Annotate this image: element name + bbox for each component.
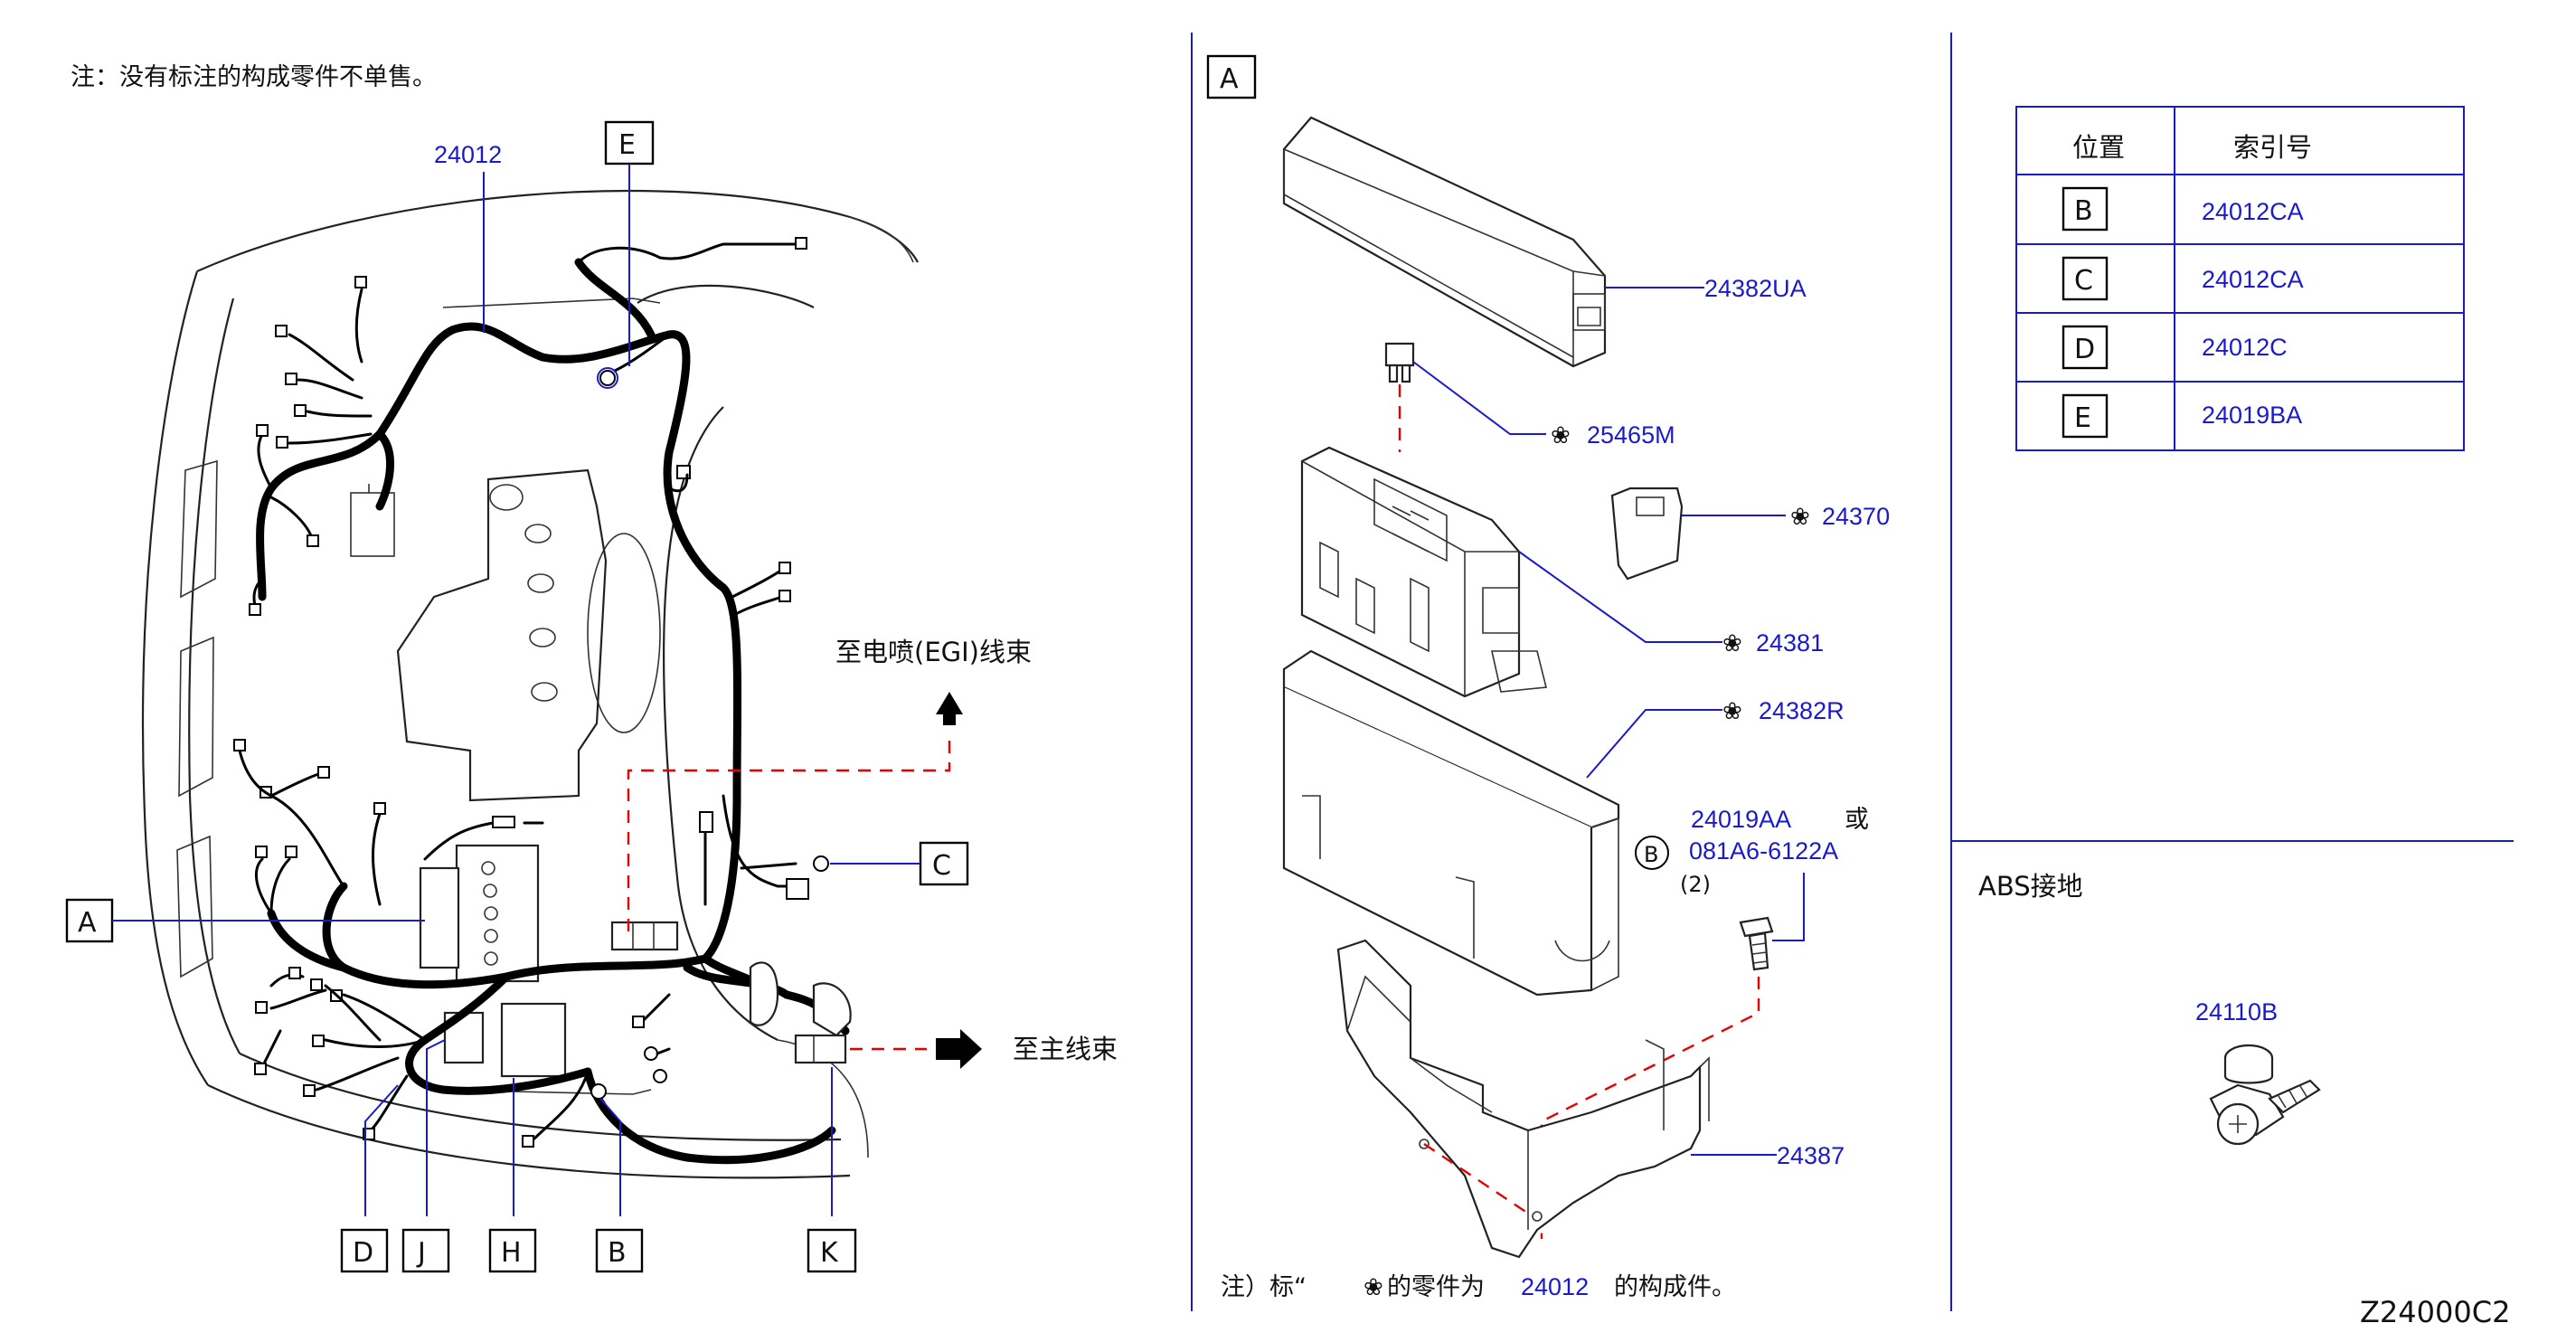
part-fuse-large: 24370 <box>1822 503 1890 530</box>
to-egi-label: 至电喷(EGI)线束 <box>835 637 1032 667</box>
part-bolt2: 081A6-6122A <box>1689 837 1838 865</box>
section-a-label: A <box>1220 63 1239 95</box>
table-row-b-pos: B <box>2074 195 2093 227</box>
abs-title: ABS接地 <box>1978 871 2083 902</box>
asterisk-24370: ❀ <box>1790 504 1810 531</box>
table-header-position: 位置 <box>2072 132 2125 163</box>
table-row-c-ref: 24012CA <box>2202 266 2304 293</box>
note-bottom-end: 的构成件。 <box>1614 1273 1736 1301</box>
bolt-qty: (2) <box>1680 872 1711 897</box>
callout-a-box <box>65 898 114 943</box>
large-fuse <box>1610 487 1684 581</box>
part-bracket: 24387 <box>1777 1142 1845 1169</box>
circle-b <box>1635 836 1669 870</box>
table-row-d-pos: D <box>2074 334 2095 365</box>
callout-j: J <box>416 1237 426 1269</box>
table-row-e-ref: 24019BA <box>2202 402 2302 429</box>
part-fuse-small: 25465M <box>1587 421 1675 449</box>
bottom-callouts: D J H B K <box>340 1039 857 1273</box>
part-case: 24382R <box>1759 697 1845 724</box>
asterisk-25465m: ❀ <box>1551 422 1571 449</box>
abs-part: 24110B <box>2195 998 2278 1025</box>
top-note: 注：没有标注的构成零件不单售。 <box>71 63 437 91</box>
table-row-d-ref: 24012C <box>2202 334 2288 361</box>
egi-dashed-line <box>627 737 951 931</box>
small-fuse <box>1384 342 1415 383</box>
callout-a: A <box>78 907 97 939</box>
callout-d: D <box>353 1237 373 1269</box>
asterisk-24381: ❀ <box>1722 630 1742 657</box>
fuse-box-cover <box>1282 116 1607 368</box>
note-bottom-suffix: 的零件为 <box>1387 1273 1485 1301</box>
index-table: 位置 索引号 B 24012CA C 24012CA D 24012C E 24… <box>2015 106 2465 451</box>
table-header-index: 索引号 <box>2233 132 2312 163</box>
callout-h: H <box>501 1237 522 1269</box>
circle-b-label: B <box>1644 842 1658 867</box>
connector-cluster <box>610 921 679 951</box>
bolt <box>1739 916 1774 971</box>
fuse-box-h <box>500 1002 567 1078</box>
note-bottom-part: 24012 <box>1521 1273 1589 1300</box>
callout-b: B <box>608 1237 627 1269</box>
note-bottom-prefix: 注）标“ <box>1221 1273 1307 1301</box>
callout-e: E <box>618 129 636 161</box>
abs-ground-bolt <box>2209 1044 2321 1146</box>
or-text: 或 <box>1845 806 1869 834</box>
section-a-box <box>1206 54 1257 99</box>
asterisk-24382r: ❀ <box>1722 698 1742 725</box>
callout-c: C <box>932 850 951 882</box>
table-row-c-pos: C <box>2074 265 2093 297</box>
part-cover: 24382UA <box>1704 275 1807 302</box>
battery <box>419 844 540 983</box>
table-row-e-pos: E <box>2074 402 2091 434</box>
note-asterisk: ❀ <box>1363 1274 1383 1301</box>
fuse-block <box>1300 446 1548 698</box>
fuse-box-case <box>1282 649 1620 997</box>
part-bolt1: 24019AA <box>1691 806 1791 833</box>
to-main-label: 至主线束 <box>1013 1034 1118 1064</box>
table-row-b-ref: 24012CA <box>2202 198 2304 225</box>
part-block: 24381 <box>1756 629 1824 657</box>
callout-k: K <box>820 1237 839 1269</box>
diagram-code: Z24000C2 <box>2360 1295 2510 1329</box>
callout-c-box <box>919 841 969 886</box>
part-24012-label: 24012 <box>434 141 502 168</box>
callout-e-box <box>604 120 655 165</box>
engine-block <box>350 468 608 802</box>
wiring-harness <box>256 258 850 1165</box>
main-arrow <box>936 1029 982 1069</box>
wire-branches <box>233 237 852 1148</box>
